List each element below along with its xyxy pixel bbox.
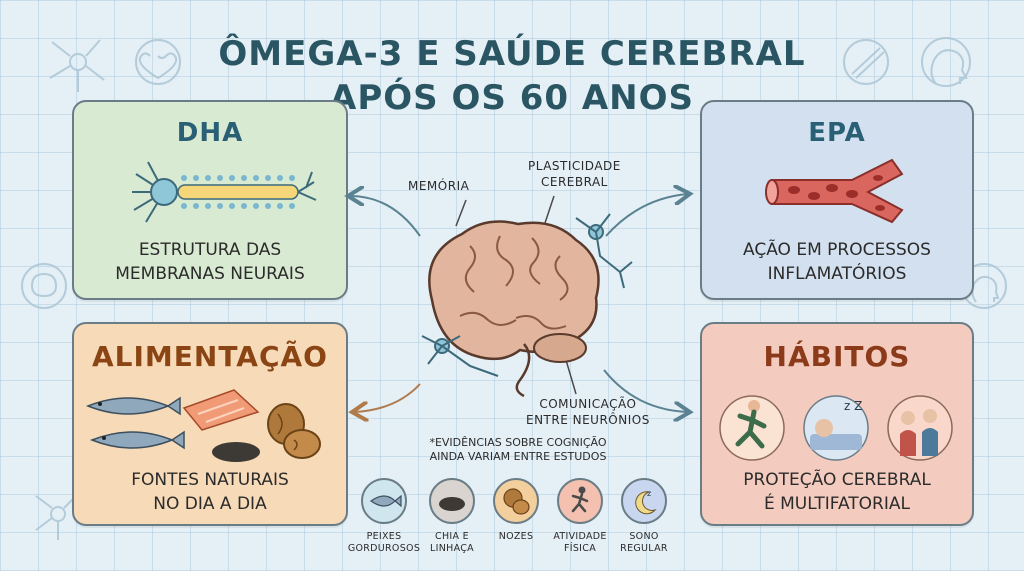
heart-corner-icon [135,39,181,85]
habits-illustration: z Z [719,395,953,461]
neuron-corner-icon [49,39,105,92]
vessel-corner-icon [843,39,889,85]
label-nozes: NOZES [498,531,534,542]
label-sono: SONO REGULAR [620,531,668,554]
head-brain-corner-icon [921,37,971,87]
walnut-icon-card [267,403,321,459]
neuron-upper-right-icon [575,213,633,289]
page-title-line2: APÓS OS 60 ANOS [330,78,694,118]
neuron-membrane-icon [132,161,317,223]
walnut-icon [493,478,539,524]
leader-plasticidade [543,195,555,227]
icon-item-nozes: NOZES [476,478,556,543]
arrow-to-alimentacao [354,383,421,412]
page-title-line1: ÔMEGA-3 E SAÚDE CEREBRAL [218,34,806,74]
icon-item-atividade: ATIVIDADE FÍSICA [540,478,620,555]
epa-card: EPA AÇÃO EM PROCESSOS INFLAMATÓRIOS [700,100,974,300]
epa-heading: EPA [808,118,866,148]
chia-seeds-icon [212,442,260,462]
salmon-icon [182,389,260,431]
seeds-icon [429,478,475,524]
habitos-caption: PROTEÇÃO CEREBRAL É MULTIFATORIAL [743,470,931,514]
alimentacao-heading: ALIMENTAÇÃO [92,340,328,373]
food-sources-illustration [85,389,321,462]
sardine-icon-2 [89,430,185,450]
neuron-bottom-left-icon [35,493,79,540]
label-atividade: ATIVIDADE FÍSICA [553,531,607,554]
icon-item-chia: CHIA E LINHAÇA [412,478,492,555]
epa-caption: AÇÃO EM PROCESSOS INFLAMATÓRIOS [743,240,931,284]
svg-text:z Z: z Z [844,399,862,413]
blood-vessel-icon [765,158,904,224]
label-peixes: PEIXES GORDUROSOS [347,531,421,554]
running-senior-icon [719,395,785,461]
social-seniors-icon [887,395,953,461]
evidence-note: *EVIDÊNCIAS SOBRE COGNIÇÃO AINDA VARIAM … [429,436,607,463]
dha-card: DHA ESTRUTURA DAS MEMBRANAS NEURAIS [72,100,348,300]
brain-icon [428,220,600,398]
icon-item-peixes: PEIXES GORDUROSOS [344,478,424,555]
dha-caption: ESTRUTURA DAS MEMBRANAS NEURAIS [115,240,305,284]
alimentacao-caption: FONTES NATURAIS NO DIA A DIA [131,470,289,514]
arrow-to-dha [350,196,421,237]
arrow-to-epa [605,194,688,237]
neuron-lower-left-icon [421,335,499,377]
habitos-card: HÁBITOS z Z PROTEÇÃO CEREBRAL É MULTIFAT… [700,322,974,526]
dha-heading: DHA [176,118,244,148]
svg-text:z: z [647,489,651,498]
arrow-to-habitos [603,369,688,412]
brain-left-side-icon [21,263,67,309]
icon-item-sono: z SONO REGULAR [604,478,684,555]
leader-memoria [455,199,467,227]
fish-icon [361,478,407,524]
habitos-heading: HÁBITOS [763,340,911,373]
running-icon [557,478,603,524]
sleeping-senior-icon: z Z [803,395,869,461]
label-plasticidade: PLASTICIDADE CEREBRAL [528,159,621,189]
label-comunicacao: COMUNICAÇÃO ENTRE NEURÔNIOS [526,397,650,427]
moon-icon: z [621,478,667,524]
alimentacao-card: ALIMENTAÇÃO FONTES NATURAIS NO DIA A DIA [72,322,348,526]
label-memoria: MEMÓRIA [408,179,470,193]
label-chia: CHIA E LINHAÇA [430,531,474,554]
leader-comunicacao [565,359,577,395]
sardine-icon-1 [85,396,181,416]
